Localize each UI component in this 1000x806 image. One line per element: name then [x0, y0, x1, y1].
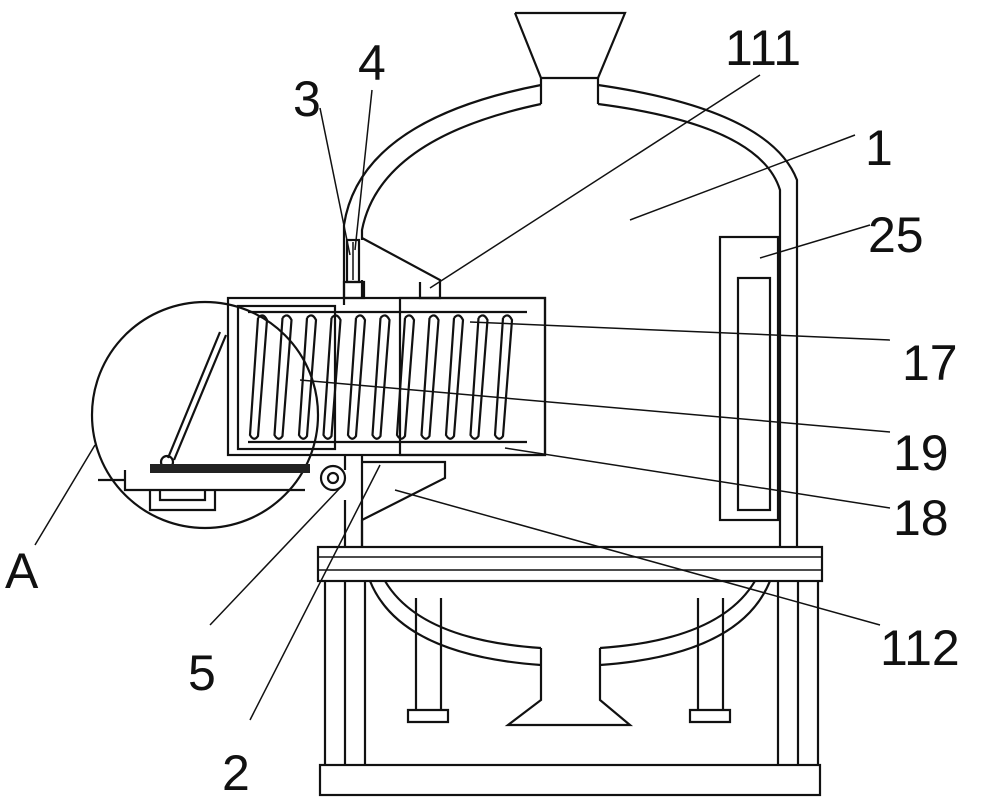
label-25: 25	[868, 207, 924, 263]
label-111: 111	[725, 20, 801, 76]
label-A: A	[5, 543, 39, 599]
coil-loop	[444, 314, 465, 440]
label-2: 2	[222, 745, 250, 801]
vessel-outer-wall	[342, 83, 799, 547]
label-18: 18	[893, 490, 949, 546]
detail-plate	[150, 464, 310, 473]
hopper-111	[360, 237, 442, 300]
bottom-base-plate	[318, 763, 822, 797]
vessel-inner-wall	[360, 102, 782, 547]
label-112: 112	[880, 620, 960, 676]
right-support-foot	[688, 598, 732, 724]
right-leg	[776, 581, 820, 765]
discharge-chute-112	[343, 455, 447, 547]
lower-bowl	[368, 580, 772, 667]
side-panel-25	[718, 235, 780, 522]
base-platform	[316, 545, 824, 583]
detail-push-rod	[166, 331, 222, 459]
label-1: 1	[865, 120, 893, 176]
label-19: 19	[893, 425, 949, 481]
roller-axle	[326, 471, 340, 485]
detail-push-rod-2	[172, 334, 228, 461]
detail-bracket	[98, 470, 305, 512]
coil-loop	[371, 314, 391, 440]
label-4: 4	[358, 35, 386, 91]
coil-loop	[346, 314, 367, 440]
part-4-sleeve	[345, 238, 361, 284]
left-support-foot	[406, 598, 450, 724]
coil-loop	[469, 314, 489, 440]
coil-loop	[273, 314, 293, 440]
top-feed-funnel	[513, 11, 627, 104]
bottom-discharge-funnel	[504, 648, 634, 727]
roller-5	[319, 464, 347, 492]
detail-circle-A	[90, 300, 320, 530]
label-3: 3	[293, 71, 321, 127]
coil-loop	[248, 314, 269, 440]
label-17: 17	[902, 335, 958, 391]
coil-loop	[493, 314, 514, 440]
left-leg	[323, 581, 367, 765]
coil-loop	[322, 314, 342, 440]
coil-loop	[297, 314, 318, 440]
leader-lines	[34, 74, 891, 721]
side-panel-inner	[736, 276, 772, 512]
heating-coil-19	[248, 314, 514, 440]
coil-loop	[395, 314, 416, 440]
label-5: 5	[188, 645, 216, 701]
coil-loop	[420, 314, 440, 440]
